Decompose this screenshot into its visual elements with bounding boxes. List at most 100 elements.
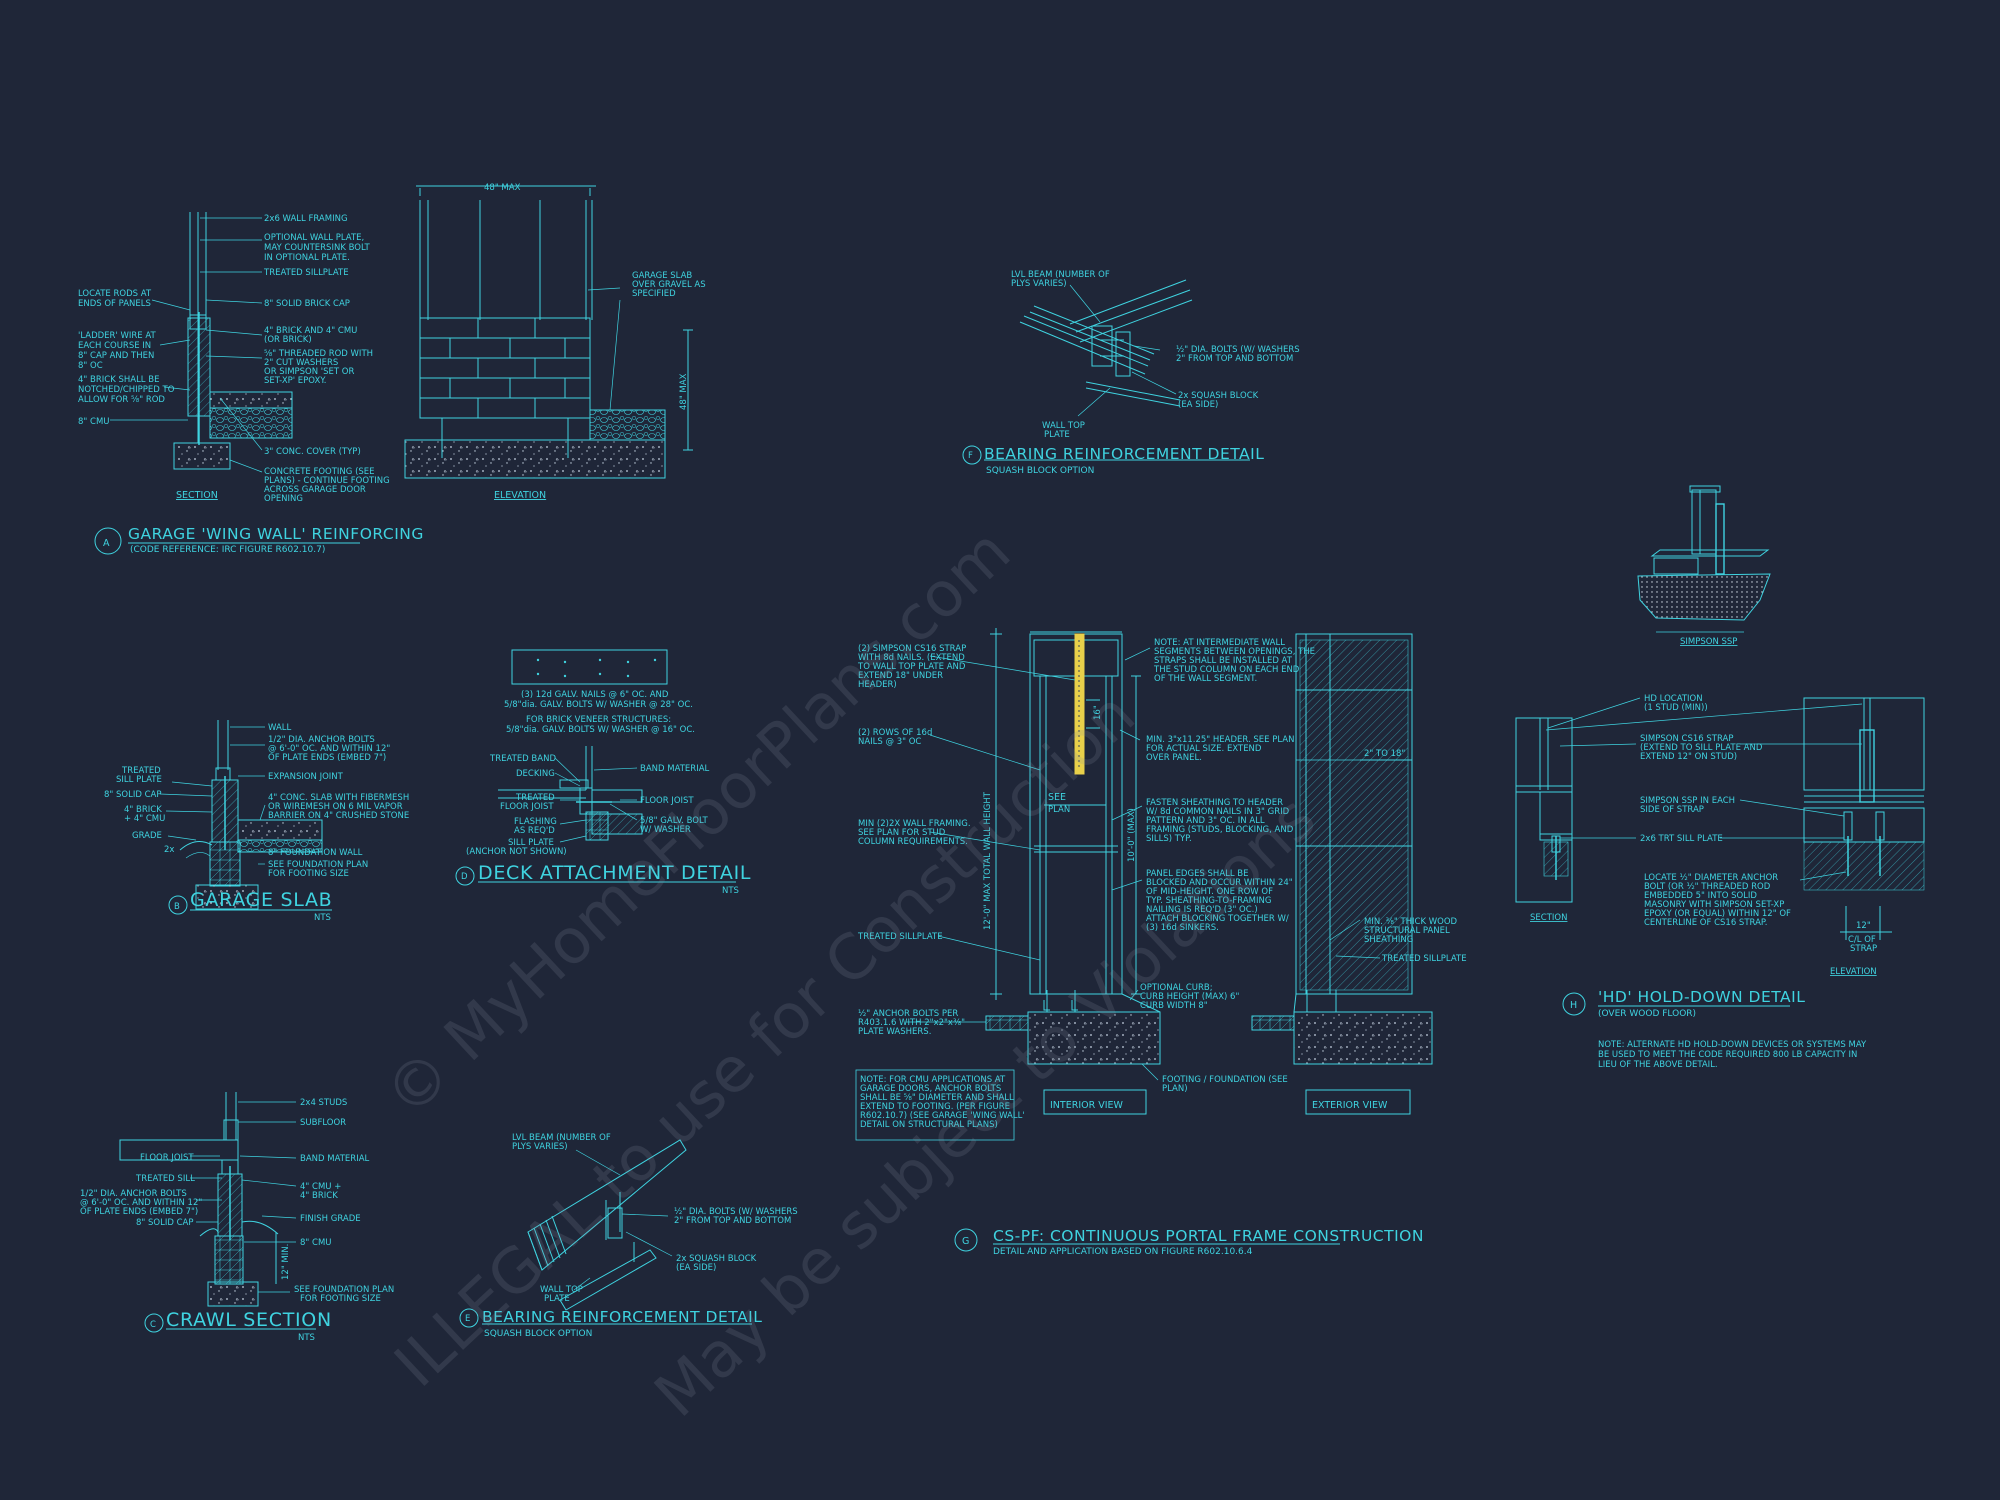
- svg-text:4" BRICK SHALL BE: 4" BRICK SHALL BE: [78, 375, 159, 385]
- detail-e-bearing-reinforcement: [459, 1139, 752, 1328]
- svg-text:STRUCTURAL PANEL: STRUCTURAL PANEL: [1364, 926, 1450, 936]
- svg-text:CENTERLINE OF CS16 STRAP.: CENTERLINE OF CS16 STRAP.: [1644, 918, 1767, 928]
- detail-h-dim: 12" C/L OF STRAP: [1848, 921, 1877, 954]
- detail-g-ext-notes: MIN. ⅜" THICK WOOD STRUCTURAL PANEL SHEA…: [1364, 917, 1467, 964]
- svg-text:2x: 2x: [164, 845, 174, 855]
- svg-text:TREATED: TREATED: [121, 766, 161, 776]
- svg-text:PLYS VARIES): PLYS VARIES): [1011, 279, 1067, 289]
- svg-text:NAILS @ 3" OC: NAILS @ 3" OC: [858, 737, 921, 747]
- svg-text:MIN. 3"x11.25" HEADER. SEE PLA: MIN. 3"x11.25" HEADER. SEE PLAN: [1146, 735, 1294, 745]
- svg-text:OF THE WALL SEGMENT.: OF THE WALL SEGMENT.: [1154, 674, 1257, 684]
- detail-b-garage-slab: [159, 720, 332, 915]
- svg-text:SILLS) TYP.: SILLS) TYP.: [1146, 834, 1192, 844]
- svg-text:(1 STUD (MIN)): (1 STUD (MIN)): [1644, 703, 1708, 713]
- svg-text:GRADE: GRADE: [132, 831, 162, 841]
- svg-text:(3) 16d SINKERS.: (3) 16d SINKERS.: [1146, 923, 1219, 933]
- svg-text:OVER PANEL.: OVER PANEL.: [1146, 753, 1202, 763]
- svg-text:8" SOLID CAP: 8" SOLID CAP: [136, 1218, 193, 1228]
- detail-d-top-notes: (3) 12d GALV. NAILS @ 6" OC. AND 5/8"dia…: [504, 690, 695, 735]
- detail-a-elevation-drawing: [404, 185, 693, 479]
- svg-text:SEGMENTS BETWEEN OPENINGS, THE: SEGMENTS BETWEEN OPENINGS, THE: [1154, 647, 1315, 657]
- detail-d-marker: D: [461, 872, 468, 882]
- svg-text:2x6 WALL FRAMING: 2x6 WALL FRAMING: [264, 214, 348, 224]
- svg-text:TREATED SILLPLATE: TREATED SILLPLATE: [263, 268, 349, 278]
- svg-text:SHALL BE ⅝" DIAMETER AND SHALL: SHALL BE ⅝" DIAMETER AND SHALL: [860, 1093, 1014, 1103]
- detail-d-title: DECK ATTACHMENT DETAIL: [478, 862, 751, 884]
- svg-text:1/2" DIA. ANCHOR BOLTS: 1/2" DIA. ANCHOR BOLTS: [80, 1189, 187, 1199]
- svg-text:OR WIREMESH ON 6 MIL VAPOR: OR WIREMESH ON 6 MIL VAPOR: [268, 802, 403, 812]
- detail-g-left-notes: (2) SIMPSON CS16 STRAP WITH 8d NAILS. (E…: [857, 644, 971, 1037]
- svg-text:C/L OF: C/L OF: [1848, 935, 1876, 945]
- svg-text:TREATED: TREATED: [515, 793, 555, 803]
- detail-e-title: BEARING REINFORCEMENT DETAIL: [482, 1308, 762, 1326]
- svg-text:FOR BRICK VENEER STRUCTURES:: FOR BRICK VENEER STRUCTURES:: [526, 715, 671, 725]
- svg-text:LOCATE RODS AT: LOCATE RODS AT: [78, 289, 152, 299]
- svg-text:W/ 8d COMMON NAILS IN 3" GRID: W/ 8d COMMON NAILS IN 3" GRID: [1146, 807, 1290, 817]
- detail-g-marker: G: [962, 1236, 969, 1247]
- detail-e-marker: E: [465, 1314, 470, 1324]
- detail-h-notes: HD LOCATION (1 STUD (MIN)) SIMPSON CS16 …: [1640, 694, 1791, 928]
- svg-text:(EA SIDE): (EA SIDE): [676, 1263, 716, 1273]
- svg-text:FOOTING / FOUNDATION (SEE: FOOTING / FOUNDATION (SEE: [1162, 1075, 1288, 1085]
- detail-h-elevation-drawing: [1803, 697, 1925, 940]
- detail-h-ssp-label: SIMPSON SSP: [1680, 637, 1737, 647]
- svg-text:SIMPSON CS16 STRAP: SIMPSON CS16 STRAP: [1640, 734, 1733, 744]
- svg-text:R403.1.6 WITH 2"x2"x⅜": R403.1.6 WITH 2"x2"x⅜": [858, 1018, 965, 1028]
- svg-text:CONCRETE FOOTING (SEE: CONCRETE FOOTING (SEE: [264, 467, 375, 477]
- svg-text:NOTE: FOR CMU APPLICATIONS AT: NOTE: FOR CMU APPLICATIONS AT: [860, 1075, 1006, 1085]
- svg-text:BAND MATERIAL: BAND MATERIAL: [300, 1154, 370, 1164]
- svg-text:PATTERN AND 3" OC. IN ALL: PATTERN AND 3" OC. IN ALL: [1146, 816, 1265, 826]
- detail-g-see: SEE: [1048, 792, 1066, 803]
- svg-text:@ 6'-0" OC. AND WITHIN 12": @ 6'-0" OC. AND WITHIN 12": [80, 1198, 202, 1208]
- svg-text:LVL BEAM (NUMBER OF: LVL BEAM (NUMBER OF: [1011, 270, 1110, 280]
- svg-text:4" CMU +: 4" CMU +: [300, 1182, 341, 1192]
- detail-a-dim-height: 48" MAX: [679, 373, 689, 410]
- detail-g-dim-overall: 12'-0" MAX TOTAL WALL HEIGHT: [983, 791, 993, 930]
- detail-g-top-note: NOTE: AT INTERMEDIATE WALL SEGMENTS BETW…: [1153, 638, 1315, 684]
- detail-a-title: GARAGE 'WING WALL' REINFORCING: [128, 525, 424, 543]
- detail-e-notes: LVL BEAM (NUMBER OF PLYS VARIES) ½" DIA.…: [512, 1133, 798, 1304]
- svg-text:8" FOUNDATION WALL: 8" FOUNDATION WALL: [268, 848, 363, 858]
- svg-text:ALLOW FOR ⅝" ROD: ALLOW FOR ⅝" ROD: [78, 395, 165, 405]
- svg-text:ACROSS GARAGE DOOR: ACROSS GARAGE DOOR: [264, 485, 366, 495]
- svg-text:EXPANSION JOINT: EXPANSION JOINT: [268, 772, 344, 782]
- svg-text:SIDE OF STRAP: SIDE OF STRAP: [1640, 805, 1704, 815]
- svg-text:R602.10.7) (SEE GARAGE 'WING W: R602.10.7) (SEE GARAGE 'WING WALL': [860, 1111, 1025, 1121]
- svg-text:BARRIER ON 4" CRUSHED STONE: BARRIER ON 4" CRUSHED STONE: [268, 811, 409, 821]
- svg-text:8" CAP AND THEN: 8" CAP AND THEN: [78, 351, 154, 361]
- svg-text:DECKING: DECKING: [516, 769, 555, 779]
- svg-text:LOCATE ½" DIAMETER ANCHOR: LOCATE ½" DIAMETER ANCHOR: [1644, 873, 1778, 883]
- svg-text:NAILING IS REQ'D (3" OC.): NAILING IS REQ'D (3" OC.): [1146, 905, 1258, 915]
- svg-text:FOR ACTUAL SIZE. EXTEND: FOR ACTUAL SIZE. EXTEND: [1146, 744, 1262, 754]
- svg-text:4" BRICK: 4" BRICK: [300, 1191, 338, 1201]
- svg-text:LVL BEAM (NUMBER OF: LVL BEAM (NUMBER OF: [512, 1133, 611, 1143]
- svg-text:SEE PLAN FOR STUD: SEE PLAN FOR STUD: [858, 828, 946, 838]
- svg-text:FOR FOOTING SIZE: FOR FOOTING SIZE: [300, 1294, 381, 1304]
- detail-h-footnote: NOTE: ALTERNATE HD HOLD-DOWN DEVICES OR …: [1598, 1040, 1867, 1070]
- svg-text:COLUMN REQUIREMENTS.: COLUMN REQUIREMENTS.: [858, 837, 968, 847]
- detail-g-interior-label: INTERIOR VIEW: [1050, 1100, 1124, 1111]
- detail-g-dim-clear: 10'-0" (MAX): [1127, 808, 1137, 862]
- detail-a-elevation-label: ELEVATION: [494, 490, 546, 501]
- detail-c-crawl-section: [119, 1092, 316, 1333]
- svg-text:4" BRICK AND 4" CMU: 4" BRICK AND 4" CMU: [264, 326, 357, 336]
- svg-text:EXTEND 12" ON STUD): EXTEND 12" ON STUD): [1640, 752, 1737, 762]
- detail-a-garage-wing-wall: [94, 185, 693, 555]
- detail-h-section-drawing: [1515, 717, 1573, 903]
- svg-text:MAY COUNTERSINK BOLT: MAY COUNTERSINK BOLT: [264, 243, 371, 253]
- svg-text:PLATE: PLATE: [544, 1294, 570, 1304]
- svg-text:W/ WASHER: W/ WASHER: [640, 825, 691, 835]
- detail-g-subtitle: DETAIL AND APPLICATION BASED ON FIGURE R…: [993, 1247, 1253, 1257]
- svg-text:+ 4" CMU: + 4" CMU: [124, 814, 165, 824]
- detail-a-right-notes: 2x6 WALL FRAMING OPTIONAL WALL PLATE, MA…: [263, 214, 390, 504]
- svg-text:(ANCHOR NOT SHOWN): (ANCHOR NOT SHOWN): [466, 847, 567, 857]
- svg-text:BOLT (OR ½" THREADED ROD: BOLT (OR ½" THREADED ROD: [1644, 882, 1771, 892]
- svg-text:TREATED SILLPLATE: TREATED SILLPLATE: [857, 932, 943, 942]
- svg-text:8" OC: 8" OC: [78, 361, 103, 371]
- svg-text:SHEATHING: SHEATHING: [1364, 935, 1413, 945]
- svg-text:CURB HEIGHT (MAX) 6": CURB HEIGHT (MAX) 6": [1140, 992, 1239, 1002]
- detail-a-slab-note: GARAGE SLAB OVER GRAVEL AS SPECIFIED: [632, 271, 706, 299]
- detail-g-title: CS-PF: CONTINUOUS PORTAL FRAME CONSTRUCT…: [993, 1227, 1424, 1245]
- svg-text:PLAN): PLAN): [1162, 1084, 1188, 1094]
- svg-text:MASONRY WITH SIMPSON SET-XP: MASONRY WITH SIMPSON SET-XP: [1644, 900, 1784, 910]
